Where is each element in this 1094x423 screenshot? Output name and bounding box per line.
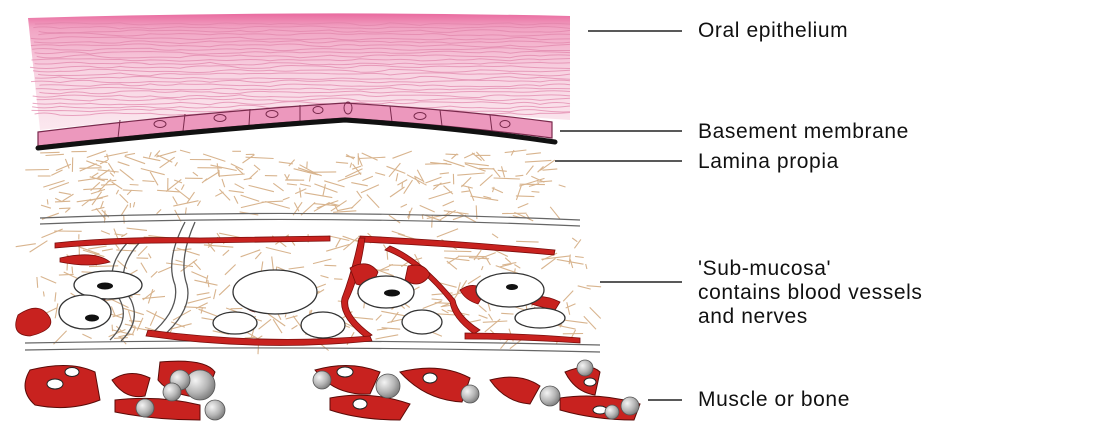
label-muscle-or-bone: Muscle or bone — [698, 388, 850, 412]
label-basement-membrane: Basement membrane — [698, 120, 909, 144]
label-submucosa-line-1: 'Sub-mucosa' — [698, 257, 923, 281]
label-submucosa: 'Sub-mucosa' contains blood vessels and … — [698, 257, 923, 329]
label-oral-epithelium: Oral epithelium — [698, 19, 848, 43]
label-submucosa-line-3: and nerves — [698, 305, 923, 329]
label-submucosa-line-2: contains blood vessels — [698, 281, 923, 305]
label-lamina-propia: Lamina propia — [698, 150, 839, 174]
muscle-or-bone-layer — [25, 360, 640, 420]
